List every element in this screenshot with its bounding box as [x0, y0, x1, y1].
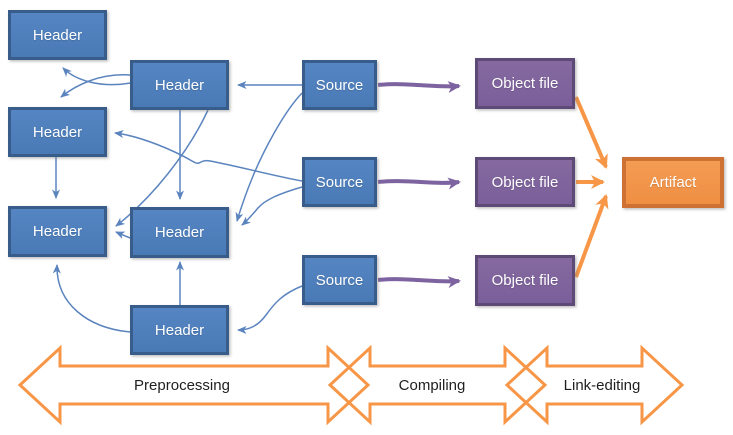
header-node-5: Header	[130, 207, 229, 258]
arrow-source1-to-header5	[235, 92, 303, 222]
stage-label-preprocessing: Preprocessing	[134, 377, 230, 394]
header-node-1: Header	[8, 10, 107, 60]
stage-arrow-preprocessing	[17, 344, 371, 426]
arrow-header5-to-header4	[115, 231, 131, 240]
stage-label-compiling: Compiling	[398, 377, 466, 394]
header-node-2: Header	[130, 60, 229, 110]
artifact-node: Artifact	[622, 157, 724, 208]
arrow-source2-to-object2	[377, 177, 461, 190]
source-node-1: Source	[302, 60, 377, 110]
arrow-source1-to-object1	[377, 81, 461, 94]
arrow-source2-to-header5	[241, 186, 303, 226]
header-node-6: Header	[130, 305, 229, 355]
arrow-source3-to-header6	[237, 285, 303, 334]
arrow-source3-to-object3	[377, 276, 461, 289]
arrow-header6-to-header4	[52, 264, 131, 333]
source-node-2: Source	[302, 157, 377, 207]
arrow-object1-to-artifact	[574, 96, 608, 169]
arrow-header2-to-header3	[60, 74, 131, 98]
arrow-source2-to-header3	[114, 130, 303, 182]
object-file-node-3: Object file	[475, 255, 575, 306]
object-file-node-2: Object file	[475, 157, 575, 207]
arrow-header2-to-header1	[62, 67, 131, 86]
arrow-object3-to-artifact	[574, 194, 609, 278]
stage-arrow-link-editing	[504, 344, 685, 426]
header-node-3: Header	[8, 107, 107, 157]
header-node-4: Header	[8, 206, 107, 257]
object-file-node-1: Object file	[475, 58, 575, 109]
source-node-3: Source	[302, 255, 377, 305]
arrow-header2-to-header4	[115, 109, 209, 227]
stage-arrow-compiling	[327, 344, 548, 426]
stage-label-link-editing: Link-editing	[563, 377, 641, 394]
